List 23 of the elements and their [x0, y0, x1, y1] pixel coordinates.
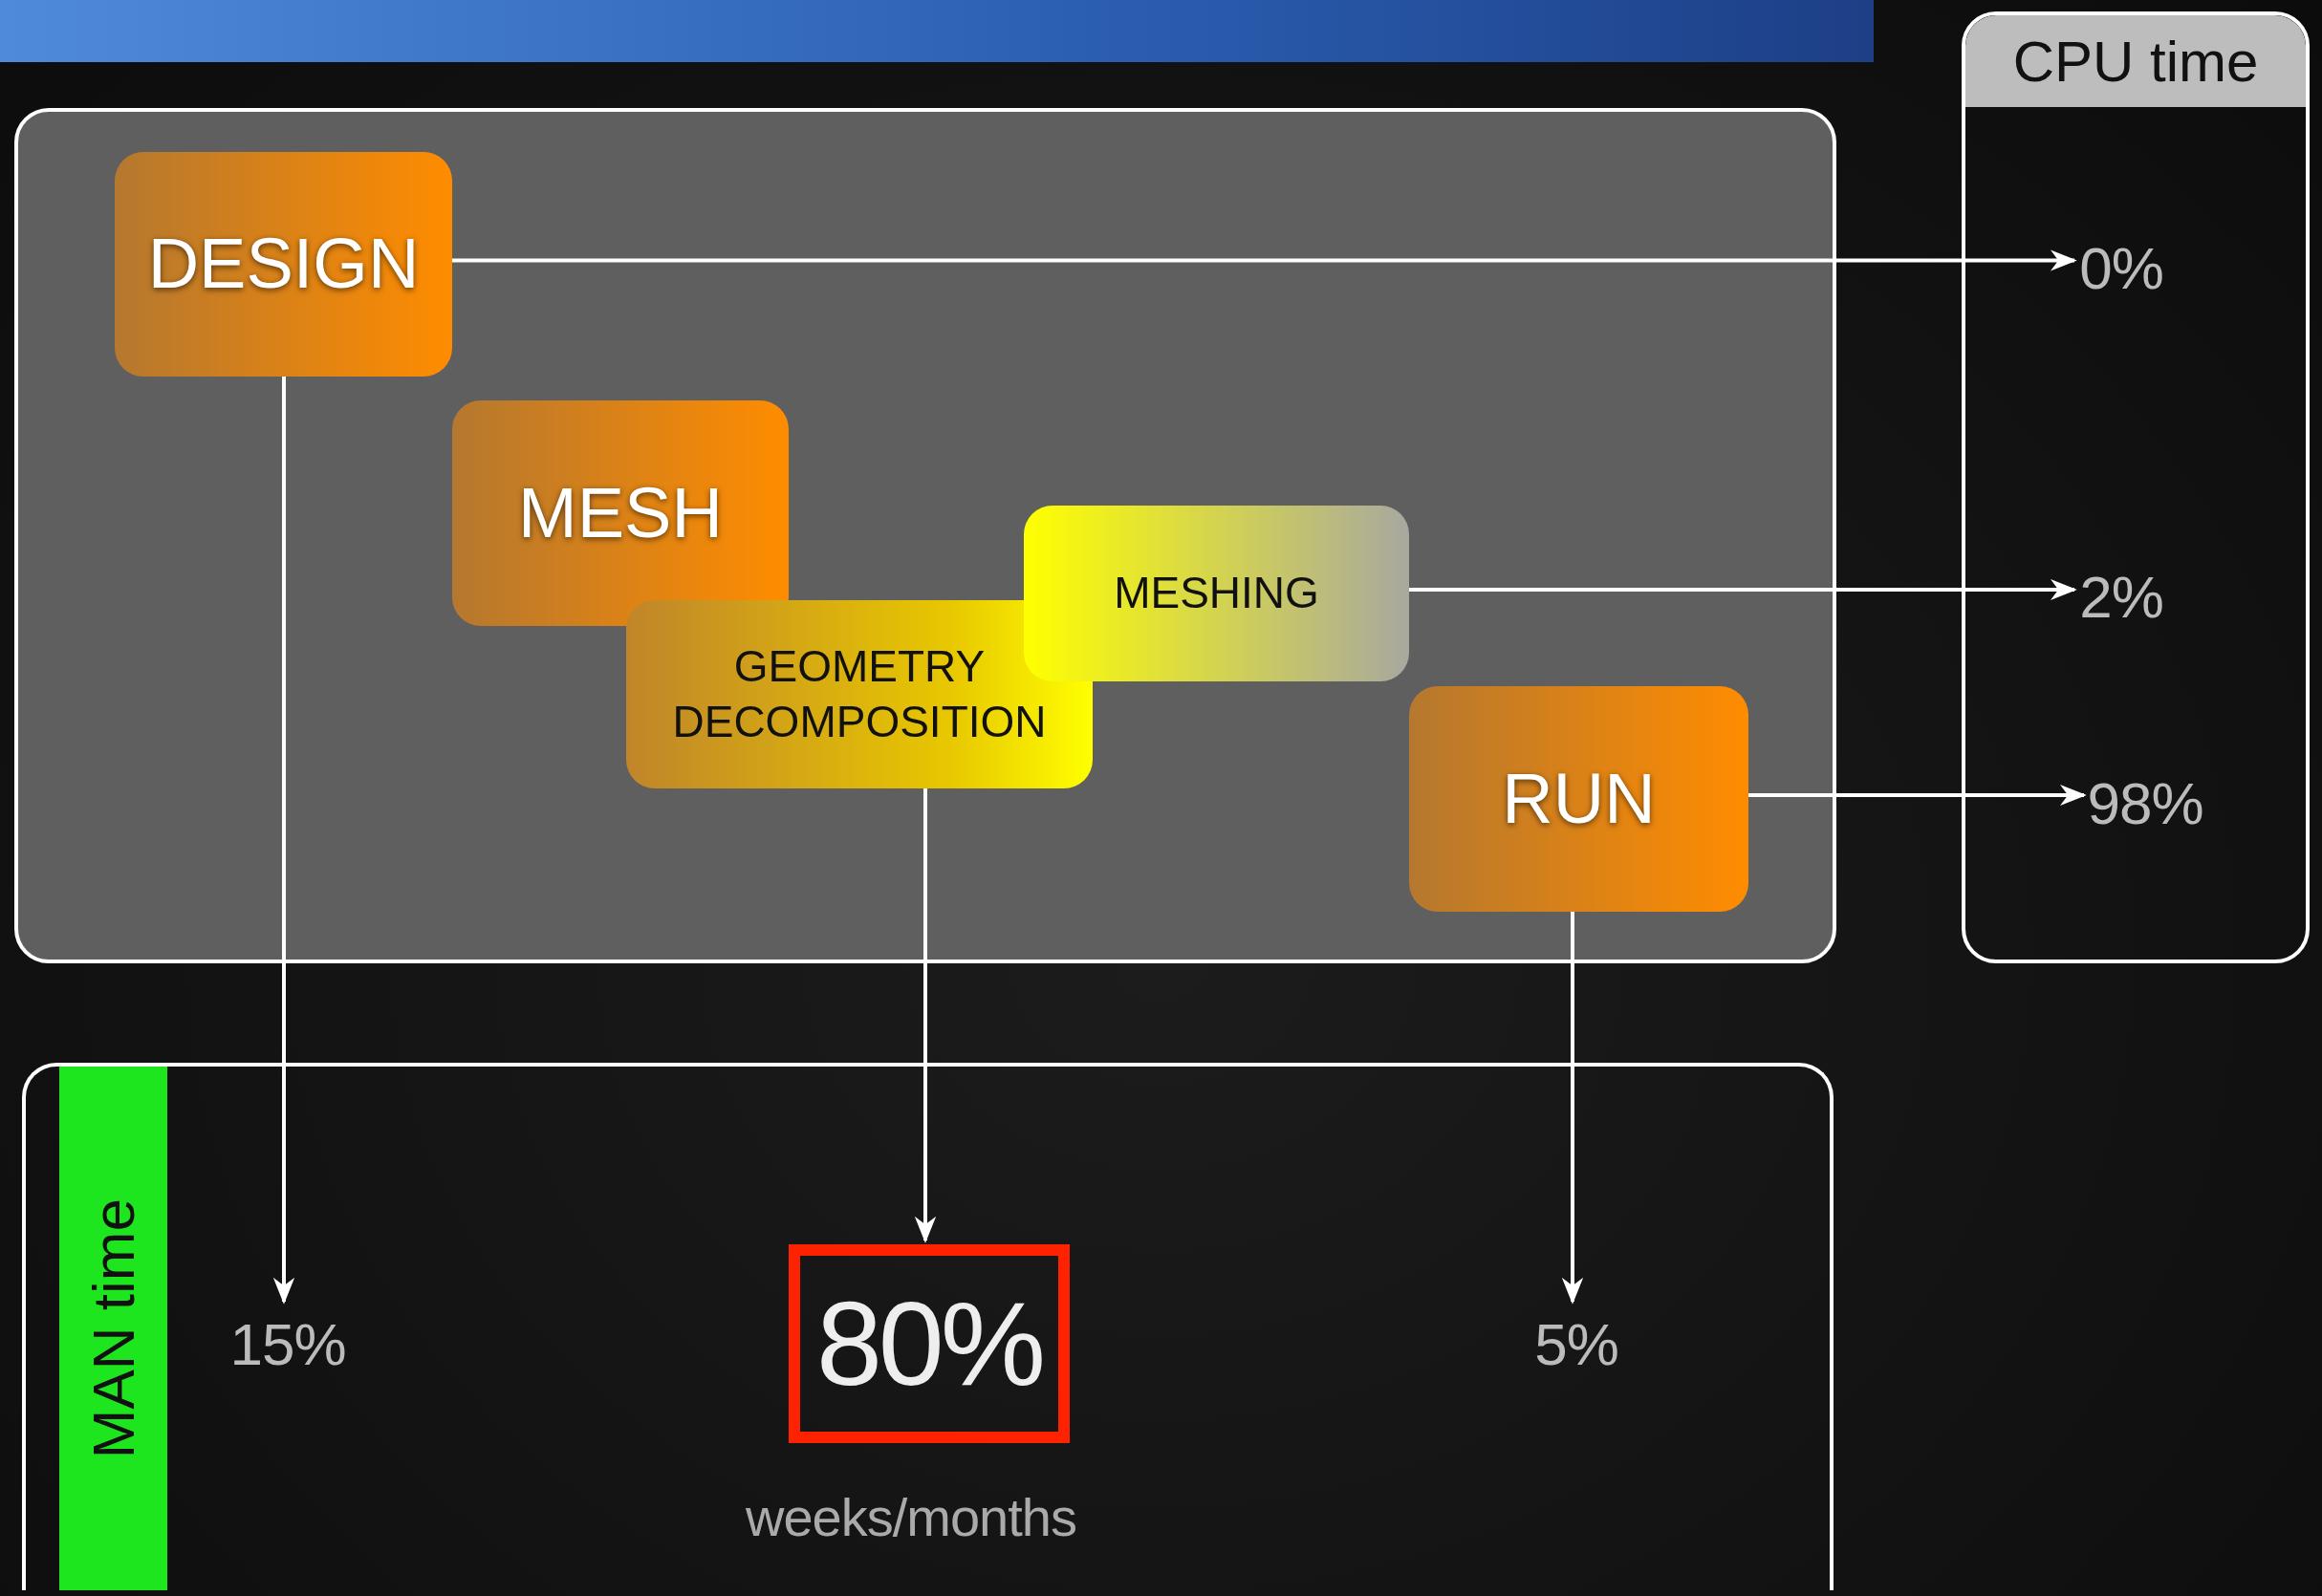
highlight-box: [789, 1244, 1070, 1443]
process-label: RUN: [1502, 757, 1656, 840]
percentage-value: 80%: [815, 1277, 1043, 1412]
process-label: MESHING: [1114, 567, 1319, 620]
process-box: [626, 600, 1093, 788]
process-box: [1409, 686, 1748, 912]
percentage-value: 0%: [2079, 233, 2163, 302]
group-panel: [14, 108, 1836, 963]
process-box: [115, 152, 452, 377]
percentage-value: 5%: [1534, 1309, 1618, 1378]
man-time-panel: [22, 1063, 1834, 1590]
note-text: weeks/months: [746, 1486, 1076, 1548]
percentage-value: 15%: [229, 1309, 346, 1378]
process-box: [452, 400, 789, 626]
percentage-value: 98%: [2087, 768, 2203, 837]
process-label: DESIGN: [147, 223, 420, 306]
process-box: [1024, 506, 1409, 681]
cpu-time-panel: [1962, 11, 2310, 963]
panel-title: CPU time: [2012, 28, 2259, 95]
percentage-value: 2%: [2079, 562, 2163, 631]
process-label: GEOMETRY DECOMPOSITION: [671, 640, 1048, 748]
process-label: MESH: [518, 471, 723, 554]
panel-title: MAN time: [79, 1197, 147, 1459]
